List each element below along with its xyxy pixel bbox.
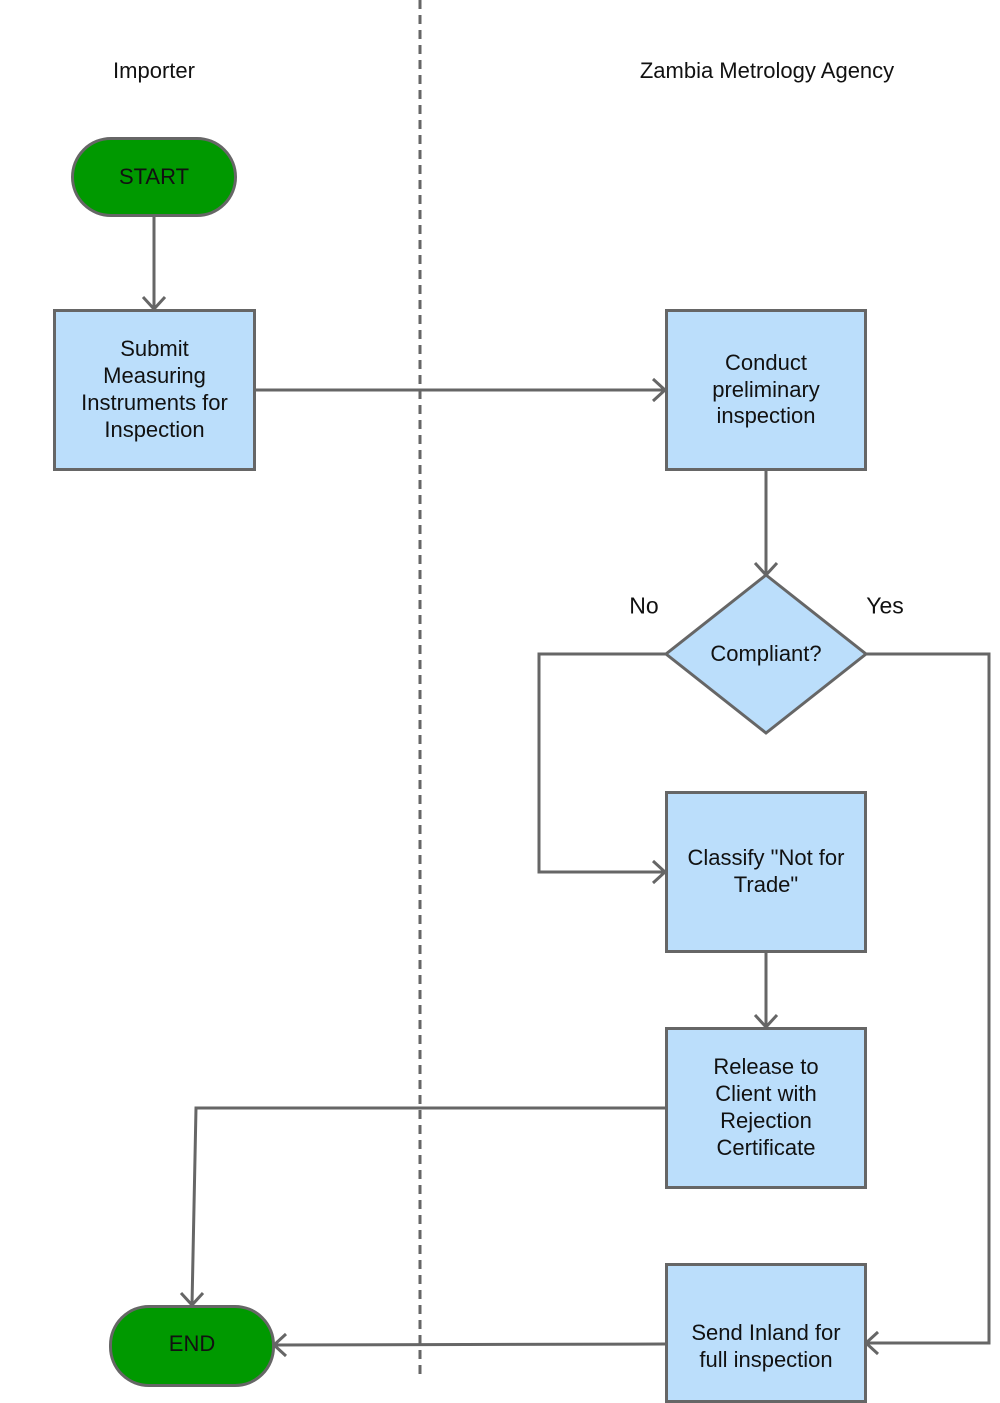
submit-instruments-box: Submit Measuring Instruments for Inspect…: [53, 309, 256, 471]
preliminary-inspection-box: Conduct preliminary inspection: [665, 309, 867, 471]
edge-label-no: No: [629, 592, 659, 619]
edge-send-end: [273, 1342, 666, 1347]
lane-label-agency: Zambia Metrology Agency: [639, 58, 895, 83]
submit-instruments-label: Submit Measuring Instruments for Inspect…: [81, 336, 228, 442]
preliminary-inspection-label: Conduct preliminary inspection: [712, 349, 820, 429]
compliant-diamond: [663, 573, 869, 735]
classify-label: Classify "Not for Trade": [687, 845, 845, 897]
end-terminal: END: [109, 1305, 275, 1387]
send-inland-box: Send Inland for full inspection: [665, 1263, 867, 1403]
lane-label-importer: Importer: [113, 58, 195, 83]
send-inland-label: Send Inland for full inspection: [691, 1320, 841, 1372]
classify-box: Classify "Not for Trade": [665, 791, 867, 953]
edge-label-yes: Yes: [866, 592, 904, 619]
end-label: END: [168, 1330, 216, 1356]
start-terminal: START: [71, 137, 237, 217]
edge-no-classify: [537, 652, 666, 874]
start-label: START: [118, 163, 190, 189]
edge-yes-send: [866, 652, 991, 1345]
release-box: Release to Client with Rejection Certifi…: [665, 1027, 867, 1189]
compliant-label: Compliant?: [710, 641, 822, 666]
release-label: Release to Client with Rejection Certifi…: [713, 1054, 819, 1160]
edge-release-end: [190, 1106, 665, 1306]
